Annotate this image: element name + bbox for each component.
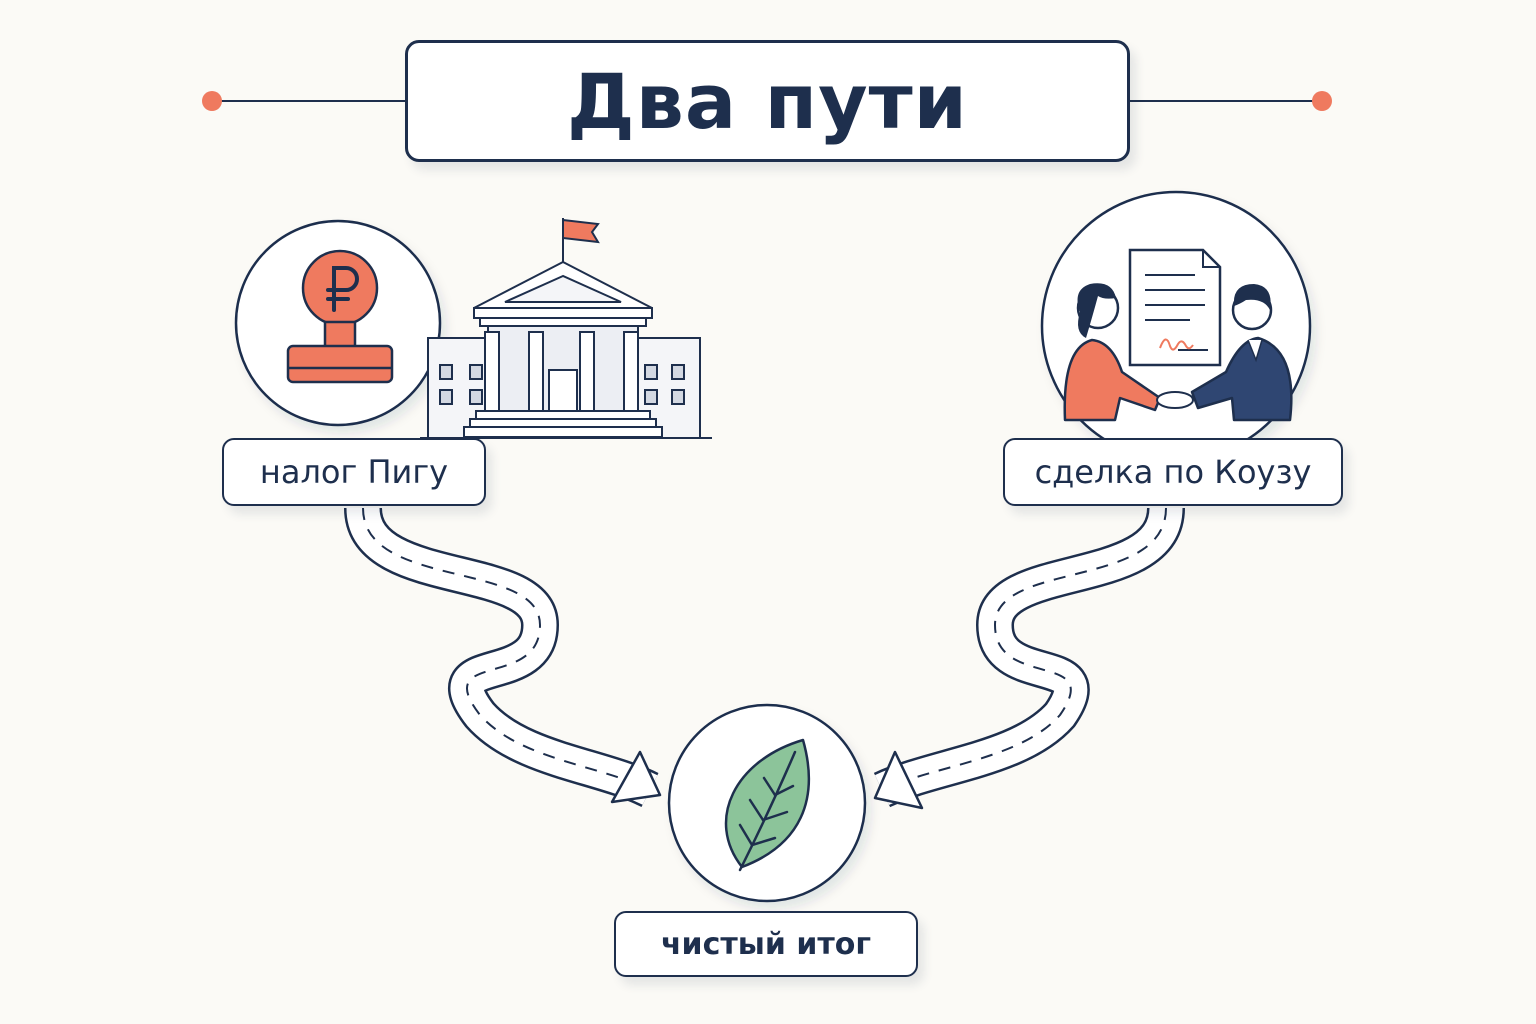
left-road-path (344, 505, 662, 808)
title-connector-right (1130, 91, 1332, 111)
leaf-icon (667, 703, 867, 903)
government-building-icon (420, 218, 712, 439)
left-arrow-head (610, 750, 662, 804)
ruble-stamp-icon (234, 219, 442, 427)
coase-deal-label: сделка по Коузу (1003, 438, 1343, 506)
right-arrow-head (873, 750, 924, 810)
contract-handshake-icon (1040, 190, 1312, 462)
pigou-tax-label: налог Пигу (222, 438, 486, 506)
clean-result-label: чистый итог (614, 911, 918, 977)
page-title: Два пути (405, 40, 1130, 162)
right-road-path (873, 505, 1185, 810)
title-connector-left (202, 91, 405, 111)
